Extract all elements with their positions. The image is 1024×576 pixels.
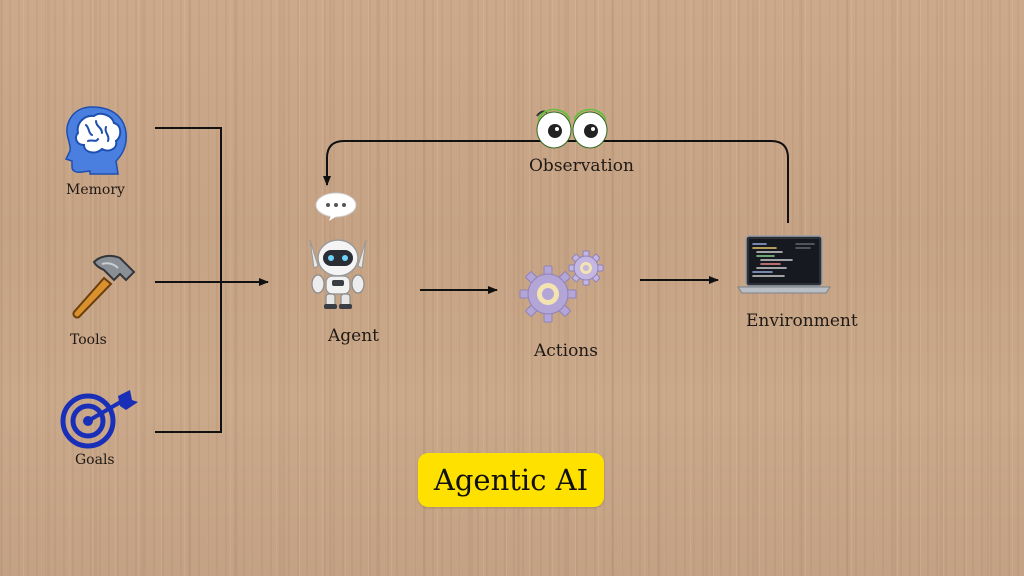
agent-label: Agent	[328, 326, 379, 346]
tools-label: Tools	[70, 332, 107, 348]
target-arrow-icon	[60, 390, 138, 449]
memory-label: Memory	[66, 182, 125, 198]
eyes-icon	[536, 108, 608, 149]
diagram-title: Agentic AI	[433, 463, 589, 497]
goals-label: Goals	[75, 452, 115, 468]
robot-icon	[309, 239, 367, 309]
inputs-bracket	[155, 127, 222, 433]
gears-icon	[519, 250, 604, 323]
environment-label: Environment	[746, 311, 858, 331]
laptop-code-icon	[737, 235, 831, 294]
actions-label: Actions	[534, 341, 598, 361]
speech-bubble-icon	[315, 192, 357, 221]
observation-label: Observation	[529, 156, 634, 176]
observation-feedback-arrow	[323, 140, 789, 223]
brain-head-icon	[64, 106, 127, 175]
hammer-icon	[72, 254, 136, 319]
title-badge: Agentic AI	[418, 453, 604, 507]
